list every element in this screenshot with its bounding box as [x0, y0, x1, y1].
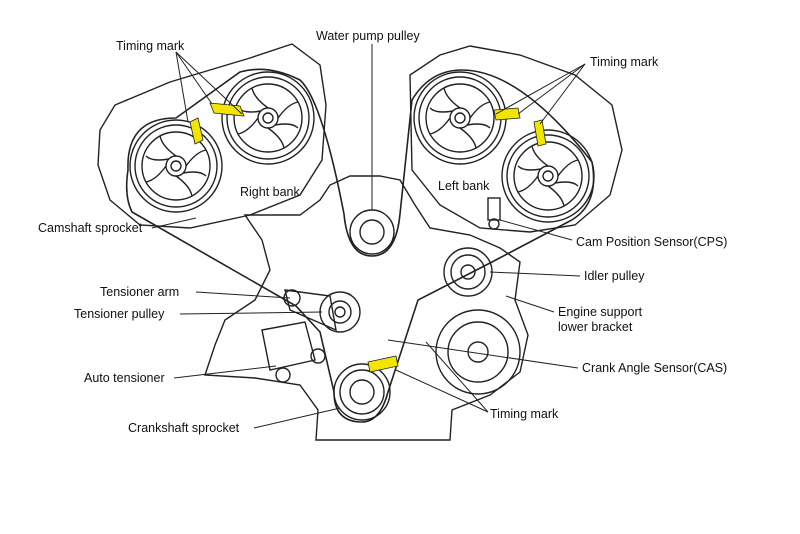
highlight-left-front	[533, 119, 547, 147]
highlight-crank	[367, 355, 399, 373]
label-timing-mark-bottom: Timing mark	[490, 407, 559, 421]
label-timing-mark-right: Timing mark	[590, 55, 659, 69]
idler-pulley	[443, 247, 493, 297]
left-bank-camshaft-sprocket-rear	[413, 71, 507, 165]
label-tensioner-pulley: Tensioner pulley	[74, 307, 165, 321]
label-crankshaft-sprocket: Crankshaft sprocket	[128, 421, 240, 435]
label-water-pump-pulley: Water pump pulley	[316, 29, 420, 43]
right-bank-cover	[97, 43, 327, 229]
crank-pulley	[435, 309, 521, 395]
cam-position-sensor	[487, 197, 501, 230]
engine-block-outline	[204, 175, 529, 441]
highlight-right-rear	[209, 102, 245, 117]
label-cam-position-sensor: Cam Position Sensor(CPS)	[576, 235, 727, 249]
highlight-right-front	[189, 117, 204, 145]
left-bank-camshaft-sprocket-front	[501, 129, 595, 223]
left-bank-cover	[409, 45, 623, 233]
timing-belt	[125, 68, 595, 423]
label-engine-support-line1: Engine support	[558, 305, 643, 319]
highlight-left-rear	[493, 107, 521, 121]
auto-tensioner	[261, 321, 326, 383]
label-auto-tensioner: Auto tensioner	[84, 371, 165, 385]
right-bank-camshaft-sprocket-front	[129, 119, 223, 213]
label-idler-pulley: Idler pulley	[584, 269, 645, 283]
water-pump-pulley	[349, 209, 395, 255]
label-right-bank: Right bank	[240, 185, 301, 199]
label-timing-mark-left: Timing mark	[116, 39, 185, 53]
label-crank-angle-sensor: Crank Angle Sensor(CAS)	[582, 361, 727, 375]
label-camshaft-sprocket: Camshaft sprocket	[38, 221, 143, 235]
label-left-bank: Left bank	[438, 179, 490, 193]
right-bank-camshaft-sprocket-rear	[221, 71, 315, 165]
label-tensioner-arm: Tensioner arm	[100, 285, 179, 299]
crankshaft-sprocket	[333, 363, 391, 421]
timing-mark-highlights	[189, 102, 547, 373]
label-engine-support-line2: lower bracket	[558, 320, 633, 334]
leader-lines	[151, 44, 586, 429]
